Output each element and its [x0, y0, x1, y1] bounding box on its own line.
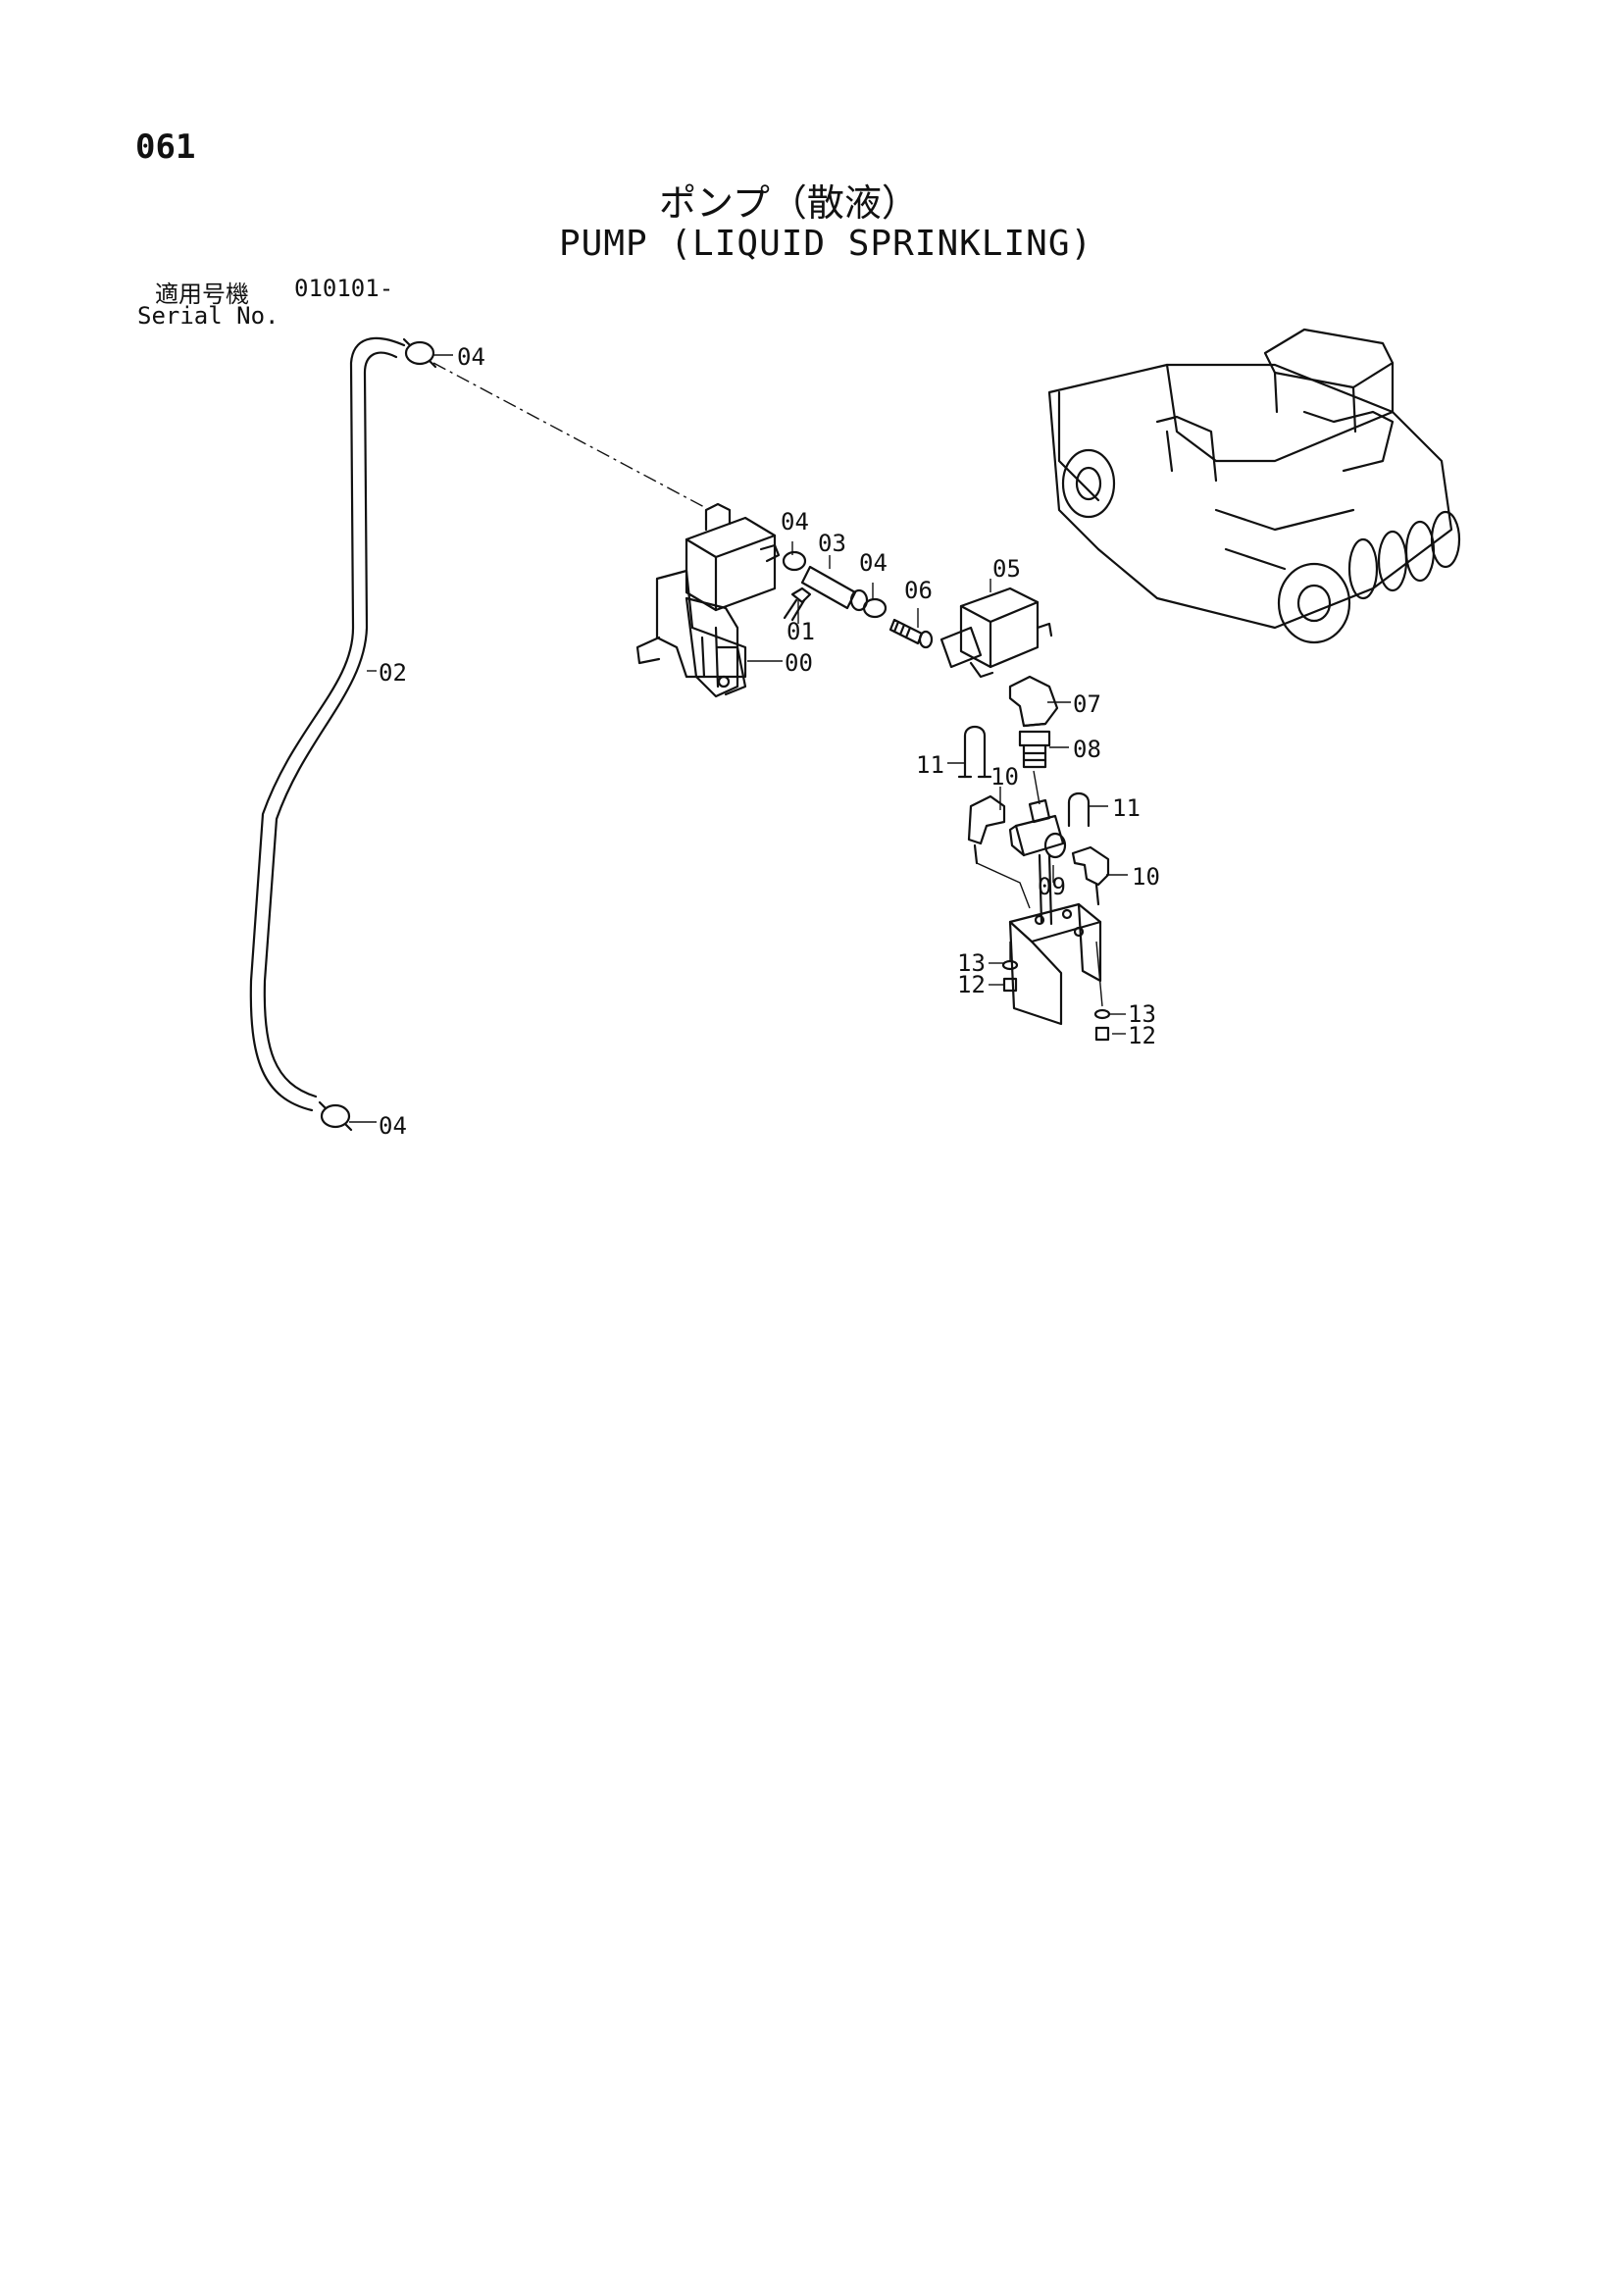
fitting-08: [1018, 730, 1051, 769]
u-bolt-11-left: [957, 725, 992, 779]
callout-04-top: 04: [457, 343, 485, 371]
elbow-10-left: [967, 794, 1006, 865]
washer-13-right: [1093, 1008, 1111, 1020]
callout-10-right: 10: [1132, 863, 1160, 891]
nut-12-right: [1094, 1026, 1110, 1042]
short-hose-03: [800, 565, 869, 612]
callout-05: 05: [992, 555, 1021, 583]
tire-roller-icon: [1047, 328, 1461, 644]
bracket-icon: [1008, 902, 1102, 1026]
callout-00: 00: [785, 649, 813, 677]
callout-02: 02: [379, 659, 407, 687]
u-bolt-11-right: [1067, 791, 1091, 828]
nut-12-left: [1002, 977, 1018, 993]
callout-10-left: 10: [990, 763, 1019, 791]
page-number: 061: [135, 128, 196, 167]
tee-09: [1008, 798, 1067, 926]
leader-lines: [349, 354, 1128, 1123]
serial-value: 010101-: [294, 275, 394, 302]
fitting-06: [888, 618, 934, 649]
callout-09: 09: [1038, 873, 1066, 900]
hose-clamp-mid-left: [782, 550, 807, 572]
bolt-01: [783, 587, 812, 622]
elbow-10-right: [1071, 845, 1110, 906]
callout-13-left: 13: [957, 949, 986, 977]
callout-08: 08: [1073, 736, 1101, 763]
pump-icon: [635, 502, 781, 698]
page-title-en: PUMP (LIQUID SPRINKLING): [559, 224, 1093, 264]
hose-clamp-top: [402, 337, 437, 369]
callout-11-left: 11: [916, 751, 944, 779]
page-title-ja: ポンプ（散液）: [659, 181, 919, 225]
serial-label-en: Serial No.: [137, 302, 279, 330]
hose-clamp-mid-right: [862, 597, 888, 619]
callout-01: 01: [787, 618, 815, 645]
washer-13-left: [1001, 959, 1019, 971]
assembly-line-hose-pump: [432, 362, 707, 509]
callout-12-right: 12: [1128, 1022, 1156, 1049]
elbow-07: [1008, 675, 1059, 728]
assembly-lines: [976, 770, 1103, 1007]
hose-clamp-bottom: [318, 1100, 353, 1132]
callout-06: 06: [904, 577, 933, 604]
callout-04-mid-left: 04: [781, 508, 809, 536]
callout-07: 07: [1073, 690, 1101, 718]
serial-label-ja: 適用号機: [155, 281, 249, 308]
callout-03: 03: [818, 530, 846, 557]
callout-04-bottom: 04: [379, 1112, 407, 1140]
callout-11-right: 11: [1112, 794, 1141, 822]
callout-13-right: 13: [1128, 1000, 1156, 1028]
callout-04-mid-right: 04: [859, 549, 888, 577]
hose-icon: [249, 336, 406, 1112]
solenoid-valve-icon: [939, 587, 1053, 679]
callout-12-left: 12: [957, 971, 986, 998]
